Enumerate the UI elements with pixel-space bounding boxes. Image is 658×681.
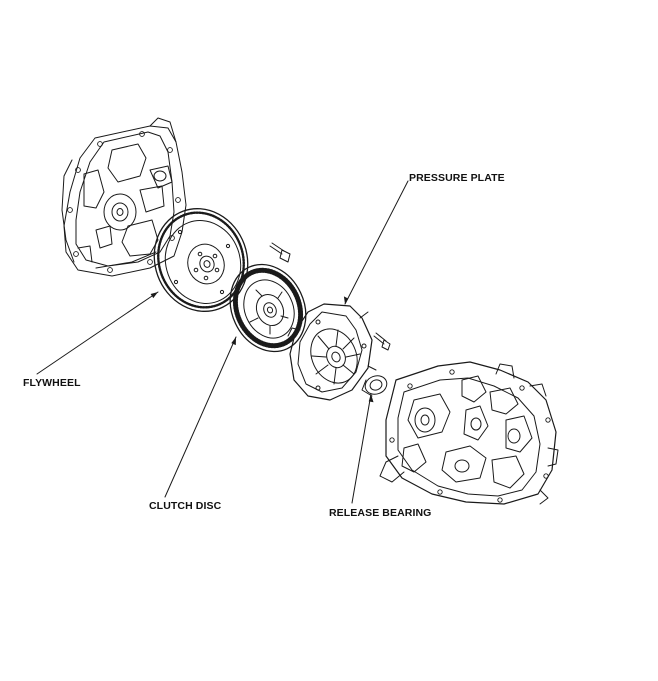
flywheel-bolt bbox=[269, 242, 291, 263]
flywheel-label: FLYWHEEL bbox=[23, 377, 81, 389]
leader-release-bearing bbox=[351, 393, 372, 504]
arrowhead-pressure-plate bbox=[343, 296, 349, 304]
arrowhead-flywheel bbox=[150, 292, 158, 299]
transmission-bolt-holes bbox=[389, 369, 551, 503]
flywheel bbox=[153, 208, 249, 312]
clutch-disc bbox=[229, 263, 307, 353]
leader-flywheel bbox=[36, 291, 159, 375]
pressure-plate-label: PRESSURE PLATE bbox=[409, 172, 505, 184]
arrowhead-release-bearing bbox=[368, 394, 374, 403]
release-bearing-label: RELEASE BEARING bbox=[329, 507, 432, 519]
leader-clutch-disc bbox=[164, 336, 237, 498]
leader-pressure-plate bbox=[344, 180, 409, 305]
transmission bbox=[379, 361, 559, 505]
engine-block bbox=[61, 117, 187, 277]
leader-lines bbox=[36, 180, 409, 504]
leader-arrowheads bbox=[150, 292, 374, 403]
arrowhead-clutch-disc bbox=[231, 337, 236, 346]
clutch-disc-label: CLUTCH DISC bbox=[149, 500, 222, 512]
release-bearing bbox=[361, 375, 388, 397]
pressure-plate bbox=[287, 303, 377, 401]
engine-bolt-holes bbox=[67, 131, 181, 273]
pressure-plate-bolt bbox=[373, 332, 391, 351]
